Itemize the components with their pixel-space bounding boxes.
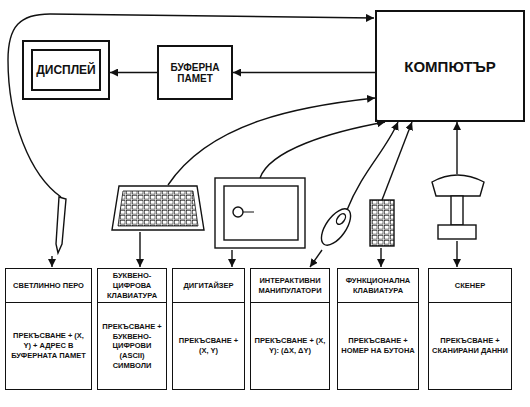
digitizer-area	[224, 186, 298, 240]
device-box: ИНТЕРАКТИВНИ МАНИПУЛАТОРИПРЕКЪСВАНЕ + (X…	[250, 268, 330, 390]
device-box: СВЕТЛИННО ПЕРОПРЕКЪСВАНЕ + (X, Y) + АДРЕ…	[5, 268, 92, 390]
keyboard-keys	[118, 191, 198, 226]
display-box: ДИСПЛЕЙ	[22, 40, 110, 100]
digitizer-tablet	[215, 178, 305, 248]
device-box: СКЕНЕРПРЕКЪСВАНЕ + СКАНИРАНИ ДАННИ	[428, 268, 512, 390]
scanner-down-arrow	[456, 241, 457, 267]
keypad-down-arrow	[380, 248, 381, 267]
mouse-down-arrow	[310, 250, 322, 267]
pen-down-arrow	[51, 256, 52, 267]
scanner-base	[438, 225, 476, 239]
device-data: ПРЕКЪСВАНЕ + БУКВЕНО-ЦИФРОВИ (ASCII) СИМ…	[98, 303, 166, 389]
buffer-memory-box: БУФЕРНА ПАМЕТ	[157, 45, 233, 100]
device-data: ПРЕКЪСВАНЕ + (X, Y)	[173, 303, 244, 389]
scanner-neck	[451, 196, 463, 225]
device-title: ДИГИТАЙЗЕР	[173, 269, 244, 303]
data-flow-arrow	[110, 72, 157, 73]
device-data: ПРЕКЪСВАНЕ + (X, Y): (ΔX, ΔY)	[251, 303, 329, 389]
computer-box: КОМПЮТЪР	[375, 10, 525, 122]
scanner-head	[432, 175, 484, 196]
scanner-cable	[456, 122, 457, 174]
box-label: БУФЕРНА ПАМЕТ	[159, 60, 231, 86]
display-screen-label: ДИСПЛЕЙ	[31, 49, 101, 91]
mouse-cable	[347, 122, 398, 210]
device-box: БУКВЕНО-ЦИФРОВА КЛАВИАТУРАПРЕКЪСВАНЕ + Б…	[97, 268, 167, 390]
device-data: ПРЕКЪСВАНЕ + (X, Y) + АДРЕС В БУФЕРНАТА …	[6, 303, 91, 389]
digitizer-cable	[260, 122, 385, 178]
device-box: ДИГИТАЙЗЕРПРЕКЪСВАНЕ + (X, Y)	[172, 268, 245, 390]
keyboard-cable	[168, 98, 375, 185]
function-keypad	[370, 200, 394, 246]
keyboard-outline	[112, 186, 204, 230]
digitizer-down-arrow	[231, 250, 232, 267]
device-data: ПРЕКЪСВАНЕ + НОМЕР НА БУТОНА	[338, 303, 418, 389]
device-title: СВЕТЛИННО ПЕРО	[6, 269, 91, 303]
device-title: СКЕНЕР	[429, 269, 511, 303]
device-title: БУКВЕНО-ЦИФРОВА КЛАВИАТУРА	[98, 269, 166, 303]
device-title: ИНТЕРАКТИВНИ МАНИПУЛАТОРИ	[251, 269, 329, 303]
puck-cross	[243, 212, 254, 213]
pen-cable	[8, 14, 374, 197]
mouse-ball	[335, 212, 348, 226]
mouse-body	[316, 204, 356, 250]
light-pen	[56, 197, 66, 253]
data-flow-arrow	[233, 72, 375, 73]
device-box: ФУНКЦИОНАЛНА КЛАВИАТУРАПРЕКЪСВАНЕ + НОМЕ…	[337, 268, 419, 390]
keypad-cable	[382, 122, 412, 200]
device-data: ПРЕКЪСВАНЕ + СКАНИРАНИ ДАННИ	[429, 303, 511, 389]
digitizer-puck	[233, 207, 243, 217]
device-title: ФУНКЦИОНАЛНА КЛАВИАТУРА	[338, 269, 418, 303]
box-label: КОМПЮТЪР	[402, 56, 497, 77]
keyboard-down-arrow	[139, 232, 140, 267]
